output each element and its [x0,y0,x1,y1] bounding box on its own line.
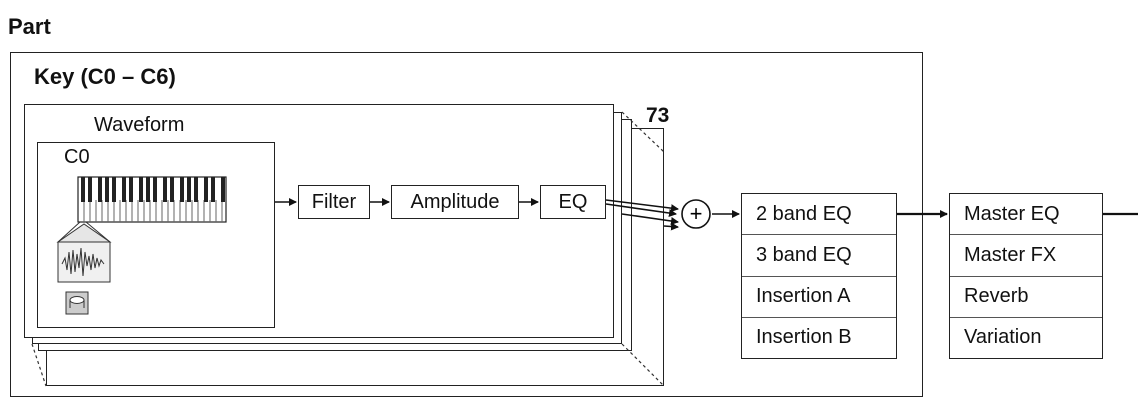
part-title: Part [8,14,51,39]
master-effect-item: Master FX [950,235,1102,277]
note-label: C0 [64,146,90,168]
master-effect-item: Variation [964,326,1042,349]
sum-junction: + [681,199,711,229]
master-effects-list: Master EQ Master FX Reverb Variation [949,193,1103,359]
master-effect-item: Reverb [950,277,1102,318]
waveform-label: Waveform [94,114,185,136]
amplitude-block: Amplitude [391,185,519,219]
key-range-title: Key (C0 – C6) [34,64,176,89]
eq-block: EQ [540,185,606,219]
layer-count: 73 [646,104,670,127]
part-effects-list: 2 band EQ 3 band EQ Insertion A Insertio… [741,193,897,359]
signal-arrows [275,198,1138,231]
sample-wave-icon [56,221,112,283]
stack-depth-edges [31,111,665,387]
part-effect-item: 2 band EQ [742,194,896,236]
part-effect-item: 3 band EQ [742,235,896,277]
drum-icon [65,291,89,315]
keyboard-icon [77,176,227,223]
part-effect-item: Insertion B [756,326,852,349]
sum-symbol: + [690,201,703,226]
master-effect-item: Master EQ [950,194,1102,236]
part-effect-item: Insertion A [742,277,896,318]
filter-block: Filter [298,185,370,219]
